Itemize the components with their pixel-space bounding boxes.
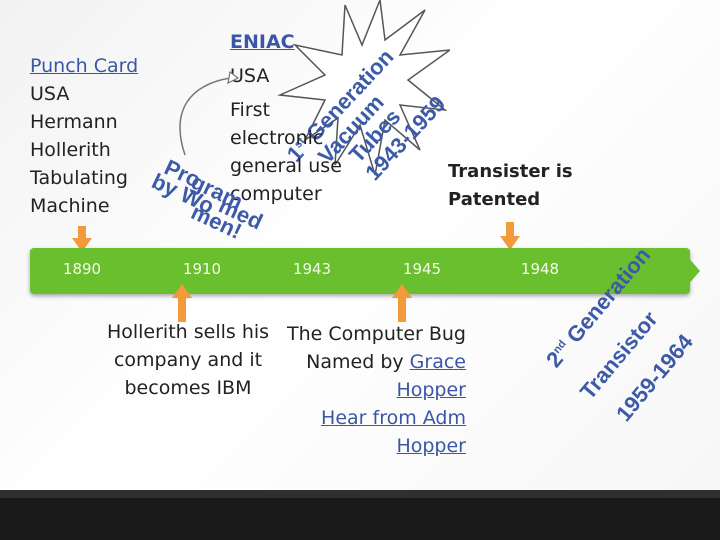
timeline-bar (30, 248, 690, 294)
hopper-link-2[interactable]: Hopper (396, 435, 466, 457)
punch-card-line: Hermann (30, 111, 118, 133)
down-arrow-icon (72, 226, 92, 252)
curved-arrow-icon (179, 70, 240, 156)
hollerith-line: company and it (113, 349, 263, 371)
timeline-arrowhead (680, 248, 700, 294)
punch-card-entry: Punch Card USA Hermann Hollerith Tabulat… (30, 52, 138, 220)
bottom-band-accent (0, 490, 720, 498)
year-label: 1945 (402, 260, 442, 278)
eniac-entry: ENIAC USA First electronic general use c… (230, 28, 342, 208)
second-generation-callout: 2nd Generation Transistor 1959-1964 (541, 243, 720, 430)
eniac-line: general use (230, 155, 342, 177)
starburst-icon (277, 0, 450, 176)
punch-card-title[interactable]: Punch Card (30, 55, 139, 77)
year-label: 1948 (520, 260, 560, 278)
punch-card-line: Machine (30, 195, 110, 217)
eniac-line: electronic (230, 127, 324, 149)
year-label: 1890 (62, 260, 102, 278)
eniac-title[interactable]: ENIAC (230, 31, 295, 53)
hear-from-adm-link[interactable]: Hear from Adm (321, 407, 466, 429)
grace-link[interactable]: Grace (409, 351, 466, 373)
up-arrow-icon (392, 284, 412, 322)
bottom-band (0, 498, 720, 540)
punch-card-line: USA (30, 83, 70, 105)
programmed-by-women-callout: Pro gram med by Wo men! (148, 154, 270, 245)
year-label: 1910 (182, 260, 222, 278)
hollerith-line: Hollerith sells his (106, 321, 270, 343)
hollerith-entry: Hollerith sells his company and it becom… (98, 318, 278, 402)
eniac-line: USA (230, 65, 270, 87)
punch-card-line: Hollerith (30, 139, 111, 161)
year-label: 1943 (292, 260, 332, 278)
bug-prefix: Named by (306, 351, 410, 373)
down-arrow-icon (500, 222, 520, 250)
eniac-line: First (230, 99, 270, 121)
eniac-line: computer (230, 183, 322, 205)
transister-line: Patented (448, 189, 541, 210)
computer-bug-entry: The Computer Bug Named by Grace Hopper H… (278, 320, 466, 460)
punch-card-line: Tabulating (30, 167, 128, 189)
up-arrow-icon (172, 284, 192, 322)
transister-entry: Transister is Patented (448, 158, 573, 214)
bug-line: The Computer Bug (286, 323, 466, 345)
hopper-link[interactable]: Hopper (396, 379, 466, 401)
hollerith-line: becomes IBM (124, 377, 252, 399)
bug-line: Named by Grace (278, 348, 466, 376)
transister-line: Transister is (448, 161, 573, 182)
